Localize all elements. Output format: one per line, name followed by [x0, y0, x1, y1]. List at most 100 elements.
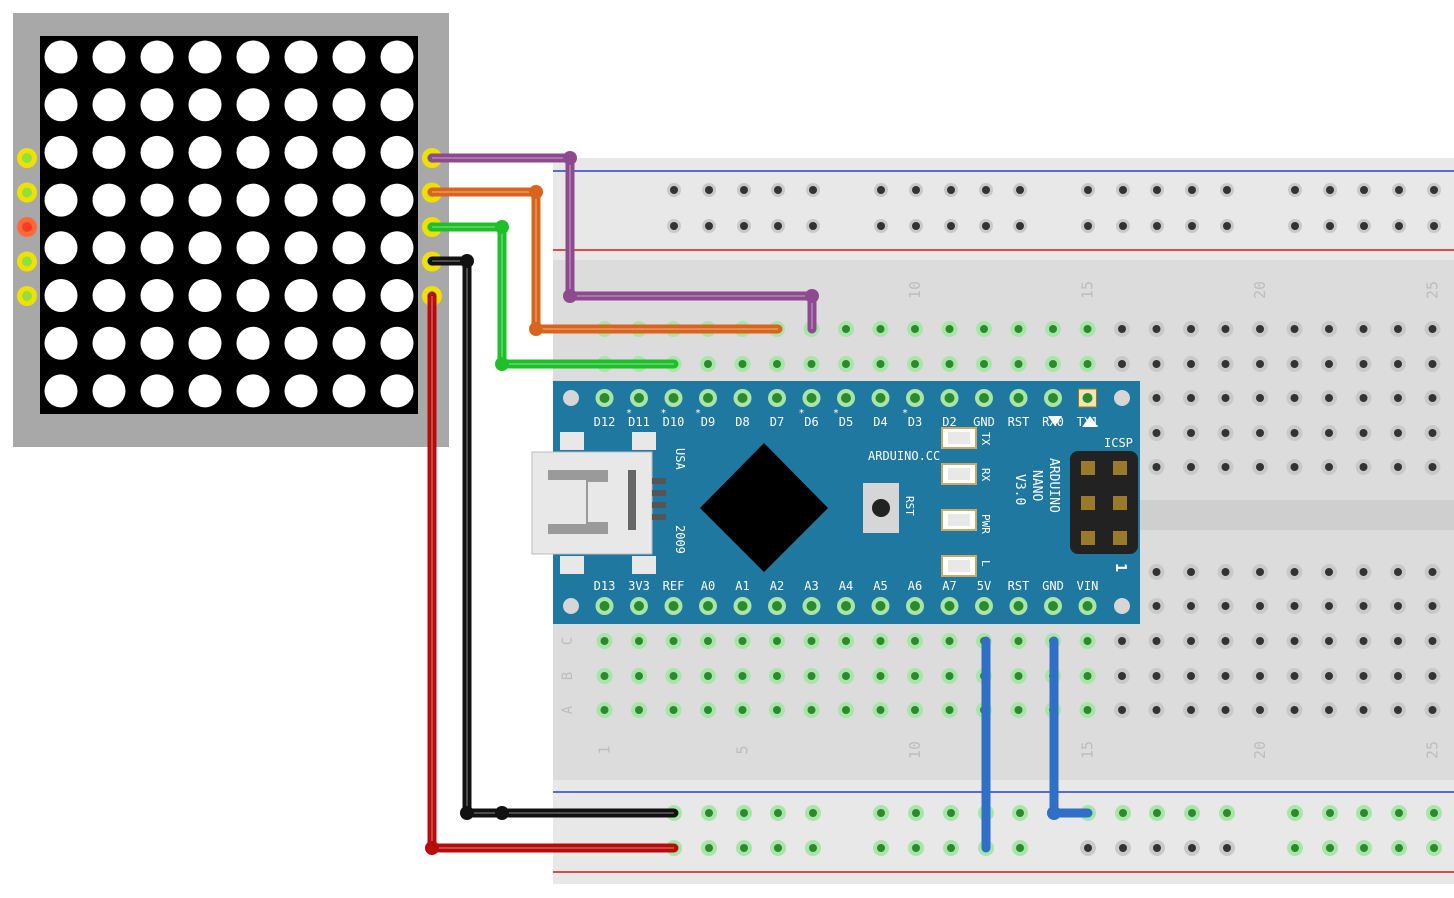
arduino-version: V3.0 — [1012, 474, 1027, 505]
rail-hole-center — [1016, 222, 1024, 230]
breadboard-hole-center — [1083, 325, 1092, 333]
pin-label-bottom: A7 — [942, 579, 956, 593]
matrix-led — [92, 40, 126, 74]
matrix-led — [236, 40, 270, 74]
matrix-led — [44, 326, 78, 360]
rail-hole-center — [1223, 844, 1231, 852]
breadboard-hole-center — [600, 637, 609, 645]
matrix-led — [44, 183, 78, 217]
matrix-led — [44, 40, 78, 74]
matrix-pin-center — [22, 153, 32, 163]
breadboard-hole-center — [1152, 672, 1161, 680]
pin1-label: 1 — [1112, 563, 1130, 572]
breadboard-hole-center — [1290, 360, 1299, 368]
rail-hole-center — [774, 809, 782, 817]
breadboard-hole-center — [1428, 394, 1437, 402]
pin-label-top: RST — [1008, 415, 1030, 429]
rail-hole-center — [1016, 844, 1024, 852]
rail-hole-center — [1395, 222, 1403, 230]
breadboard-hole-center — [945, 637, 954, 645]
breadboard-hole-center — [1152, 429, 1161, 437]
breadboard-hole-center — [1221, 325, 1230, 333]
breadboard-hole-center — [1394, 672, 1402, 680]
breadboard-hole-center — [1256, 394, 1264, 402]
matrix-led — [44, 88, 78, 122]
breadboard-hole-center — [704, 637, 712, 645]
breadboard-hole-center — [1359, 394, 1368, 402]
breadboard-hole-center — [945, 672, 954, 680]
rail-hole-center — [774, 186, 782, 194]
breadboard-hole-center — [1187, 325, 1195, 333]
column-number: 15 — [1079, 281, 1097, 299]
breadboard-hole-center — [1290, 568, 1299, 576]
matrix-led — [332, 88, 366, 122]
breadboard-hole-center — [1152, 360, 1161, 368]
rail-hole-center — [1016, 809, 1024, 817]
breadboard-hole-center — [1014, 637, 1023, 645]
rail-hole-center — [1188, 844, 1196, 852]
matrix-pin-center — [22, 256, 32, 267]
rail-hole-center — [1430, 186, 1438, 194]
matrix-led — [284, 88, 318, 122]
breadboard-hole-center — [1152, 637, 1161, 645]
breadboard-hole-center — [1428, 672, 1437, 680]
breadboard-hole-center — [911, 325, 919, 333]
breadboard-hole-center — [842, 360, 850, 368]
rail-hole-center — [1188, 186, 1196, 194]
rail-hole-center — [1291, 809, 1299, 817]
breadboard-hole-center — [842, 672, 850, 680]
rail-hole-center — [1223, 186, 1231, 194]
rail-hole-center — [1188, 809, 1196, 817]
breadboard-hole-center — [1083, 706, 1092, 714]
rail-hole-center — [740, 844, 748, 852]
row-letter-b: B — [560, 672, 576, 680]
matrix-led — [44, 374, 78, 408]
matrix-led — [236, 135, 270, 169]
rail-hole-center — [1395, 186, 1403, 194]
rail-hole-center — [877, 844, 885, 852]
breadboard-hole-center — [1359, 463, 1368, 471]
matrix-led — [380, 40, 414, 74]
matrix-led — [380, 326, 414, 360]
rail-hole-center — [1223, 222, 1231, 230]
rail-hole-center — [740, 809, 748, 817]
matrix-led — [284, 326, 318, 360]
microcontroller-chip — [700, 443, 828, 572]
rail-hole-center — [809, 186, 817, 194]
breadboard-hole-center — [1152, 602, 1161, 610]
wire-green — [427, 222, 679, 369]
led-label: TX — [979, 432, 992, 446]
column-number: 15 — [1079, 741, 1097, 759]
breadboard-hole-center — [1256, 706, 1264, 714]
breadboard-hole-center — [1428, 602, 1437, 610]
breadboard-hole-center — [1359, 672, 1368, 680]
breadboard-hole-center — [1221, 463, 1230, 471]
breadboard-hole-center — [1152, 325, 1161, 333]
breadboard-hole-center — [1221, 672, 1230, 680]
breadboard-hole-center — [1428, 360, 1437, 368]
year-label: 2009 — [673, 525, 687, 554]
breadboard-hole-center — [635, 637, 643, 645]
rail-hole-center — [705, 222, 713, 230]
arduino-website: ARDUINO.CC — [868, 449, 940, 463]
rail-hole-center — [1430, 809, 1438, 817]
breadboard-hole-center — [773, 637, 781, 645]
breadboard-hole-center — [1359, 325, 1368, 333]
wires — [425, 151, 819, 855]
breadboard-hole-center — [1325, 602, 1333, 610]
breadboard-hole-center — [1325, 325, 1333, 333]
breadboard-hole-center — [635, 672, 643, 680]
breadboard-hole-center — [876, 325, 885, 333]
pin-label-bottom: REF — [663, 579, 685, 593]
rail-hole-center — [877, 809, 885, 817]
rail-hole-center — [1153, 844, 1161, 852]
matrix-led — [380, 88, 414, 122]
pin-label-top: D11 — [628, 415, 650, 429]
matrix-led — [92, 88, 126, 122]
rail-hole-center — [1119, 186, 1127, 194]
breadboard-hole-center — [1394, 602, 1402, 610]
breadboard-hole-center — [876, 360, 885, 368]
